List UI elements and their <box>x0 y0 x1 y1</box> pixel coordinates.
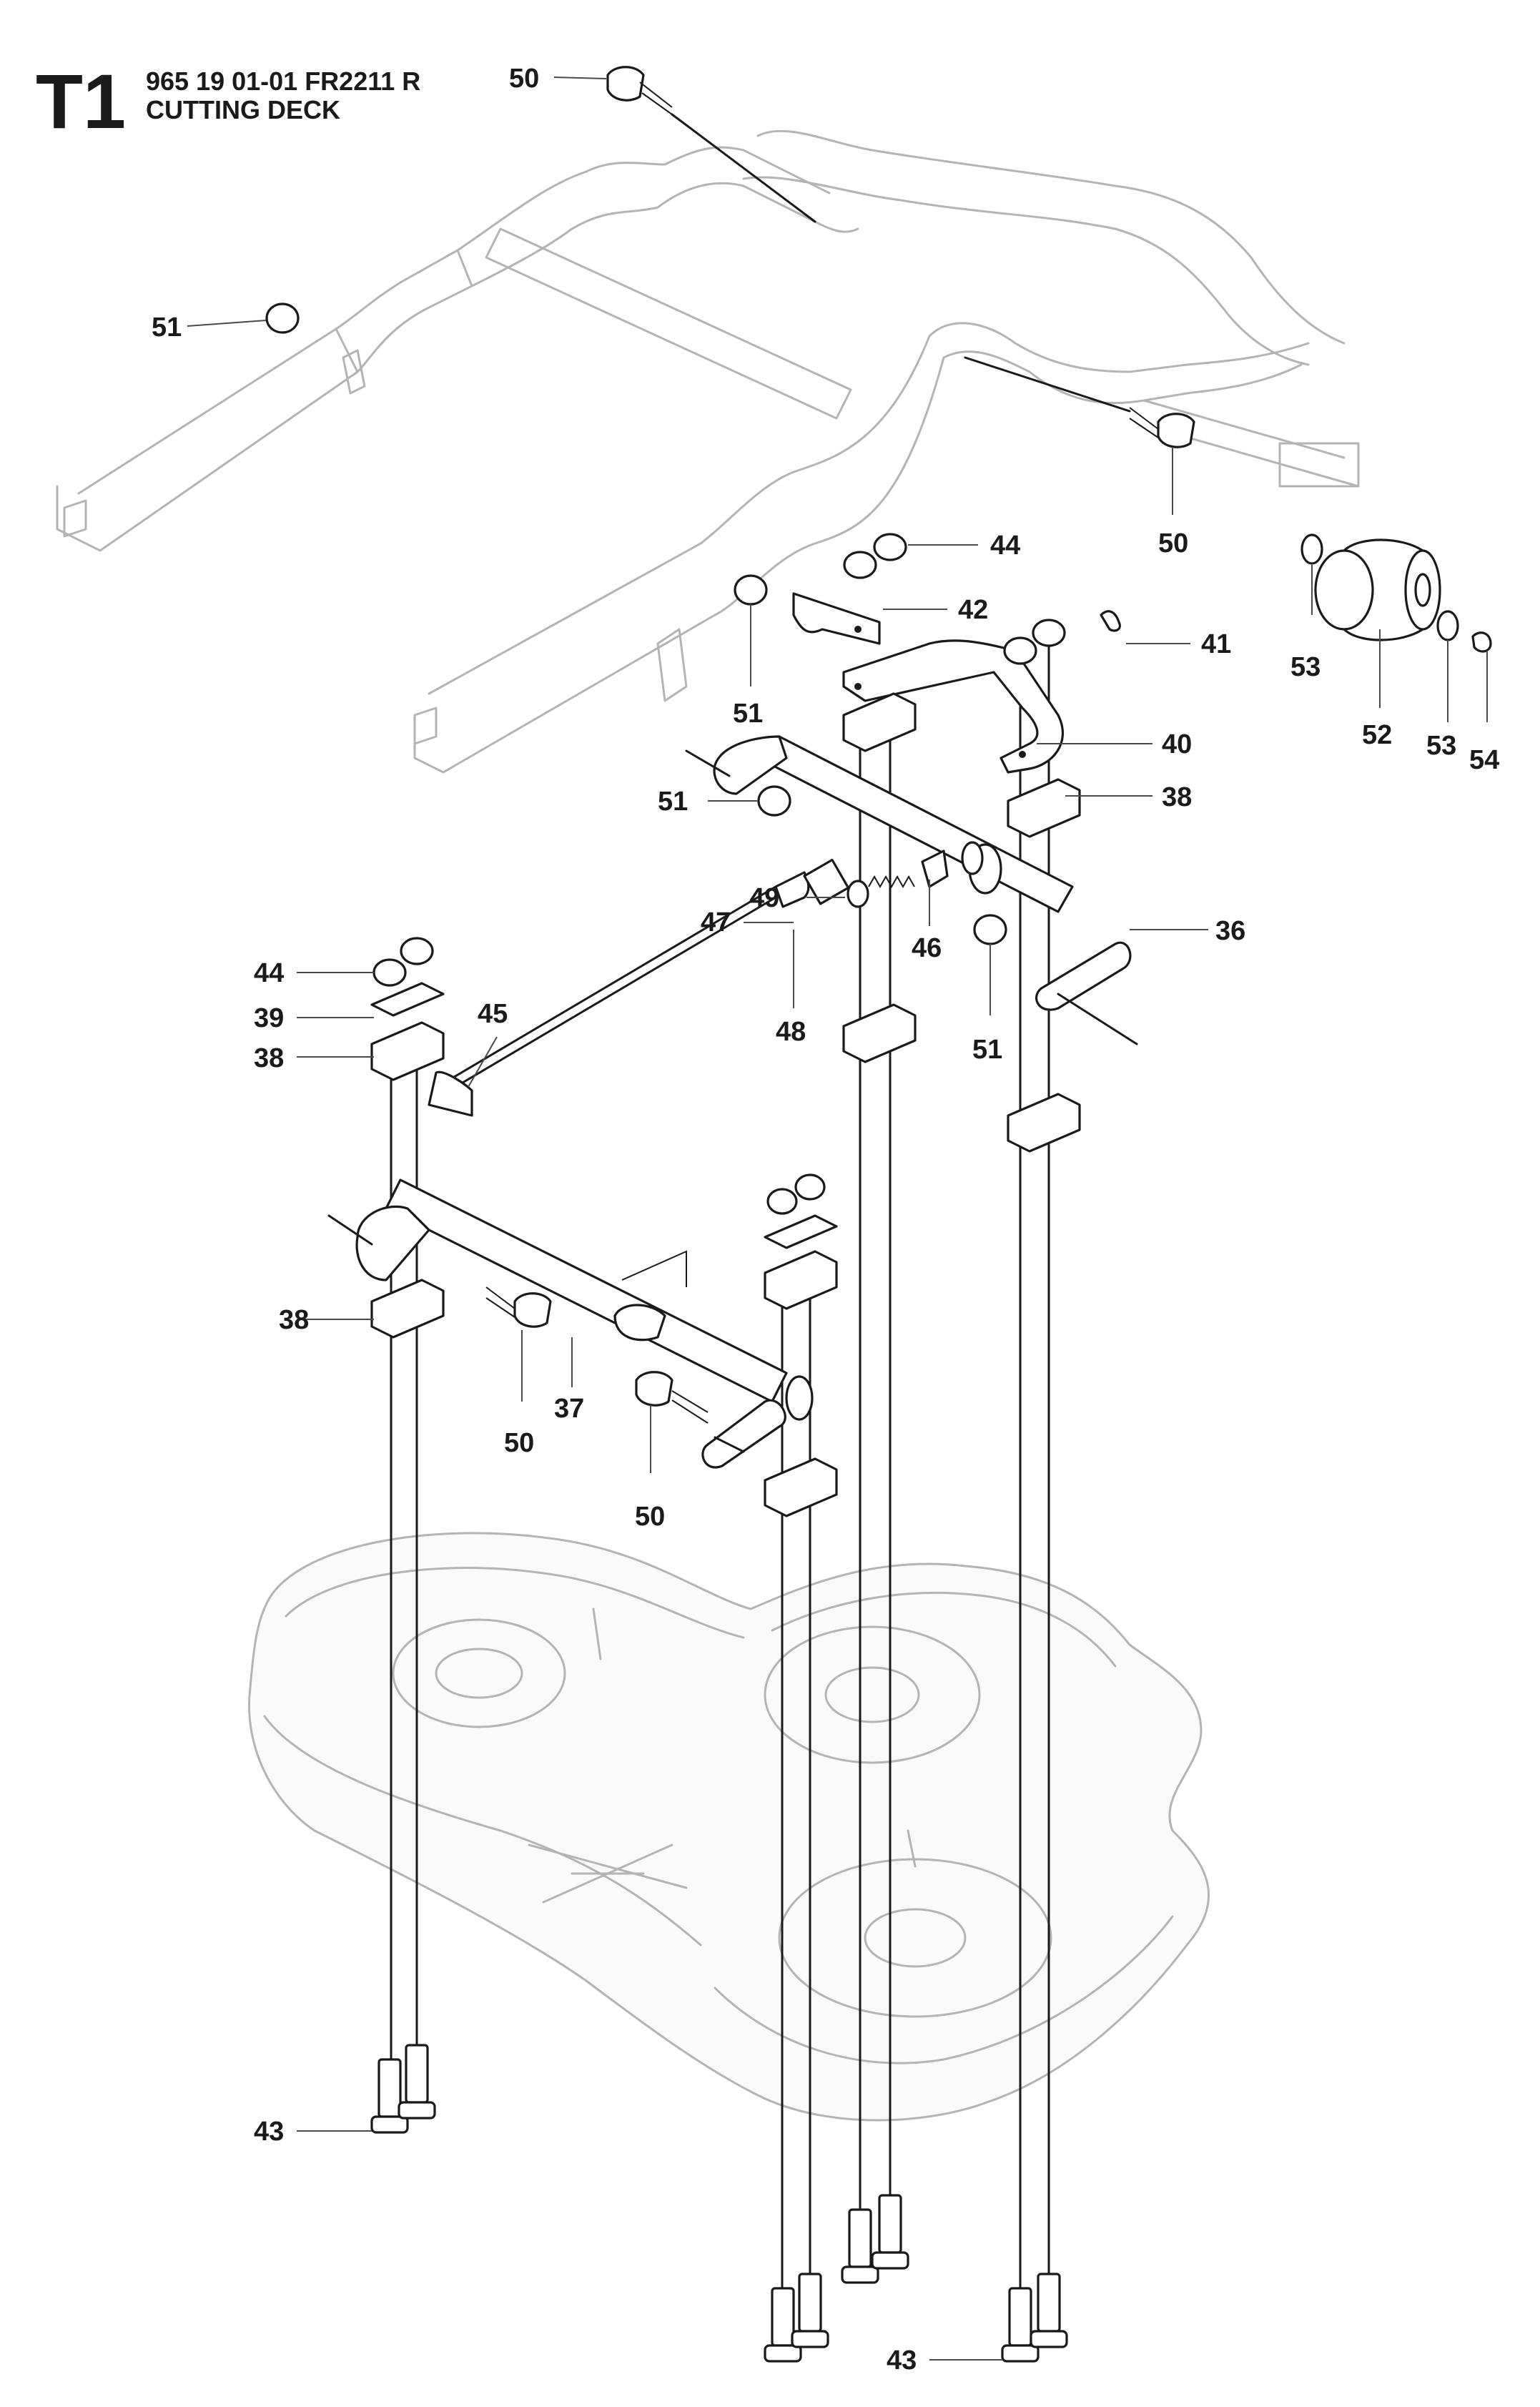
front-lift-shaft-36 <box>685 735 1138 1045</box>
callout-46: 46 <box>912 933 942 963</box>
callout-54: 54 <box>1469 745 1499 775</box>
page-code: T1 <box>36 58 127 144</box>
cutting-deck-housing <box>248 1532 1210 2122</box>
leader-lines <box>187 77 1488 2361</box>
callout-43: 43 <box>254 2117 284 2147</box>
callout-48: 48 <box>776 1017 806 1047</box>
callout-51: 51 <box>658 787 688 817</box>
callout-39: 39 <box>254 1003 284 1033</box>
bolts-43 <box>370 2044 1068 2363</box>
callout-labels: 50 51 50 44 42 41 53 52 53 54 51 40 38 5… <box>152 64 1499 2376</box>
callout-38: 38 <box>279 1305 309 1335</box>
nuts-51 <box>265 302 1007 945</box>
callout-50: 50 <box>509 64 539 94</box>
callout-40: 40 <box>1162 729 1192 759</box>
callout-45: 45 <box>478 999 508 1029</box>
callout-42: 42 <box>958 595 988 625</box>
callout-44: 44 <box>254 958 284 988</box>
bracket-42 <box>792 592 881 645</box>
washers-53 <box>1300 533 1459 641</box>
model-number: 965 19 01-01 FR2211 R <box>146 67 421 96</box>
callout-50: 50 <box>1158 528 1188 558</box>
spring-assembly <box>774 850 949 908</box>
callout-44: 44 <box>990 531 1020 561</box>
callout-43: 43 <box>887 2346 917 2376</box>
callout-38: 38 <box>1162 782 1192 812</box>
section-title: CUTTING DECK <box>146 95 340 124</box>
mounting-blocks <box>370 533 1081 1517</box>
rear-lift-shaft-37 <box>327 1178 814 1469</box>
plate-40 <box>842 639 1064 774</box>
callout-53: 53 <box>1426 731 1456 761</box>
callout-38: 38 <box>254 1043 284 1073</box>
adjustment-rod-45 <box>428 878 795 1117</box>
callout-52: 52 <box>1362 720 1392 750</box>
callout-50: 50 <box>635 1502 665 1532</box>
callout-37: 37 <box>554 1394 584 1424</box>
callout-53: 53 <box>1290 652 1321 682</box>
callout-51: 51 <box>972 1035 1002 1065</box>
callout-51: 51 <box>152 312 182 343</box>
callout-51: 51 <box>733 699 763 729</box>
callout-41: 41 <box>1201 629 1231 659</box>
roller-wheel-52 <box>1314 538 1441 641</box>
callout-47: 47 <box>701 907 731 937</box>
callout-49: 49 <box>749 883 779 913</box>
clip-54 <box>1471 631 1492 653</box>
bolts-50 <box>485 66 1195 1424</box>
callout-50: 50 <box>504 1428 534 1458</box>
callout-36: 36 <box>1215 916 1245 946</box>
spring-clip-41 <box>1100 610 1121 632</box>
lift-frame <box>56 129 1360 774</box>
